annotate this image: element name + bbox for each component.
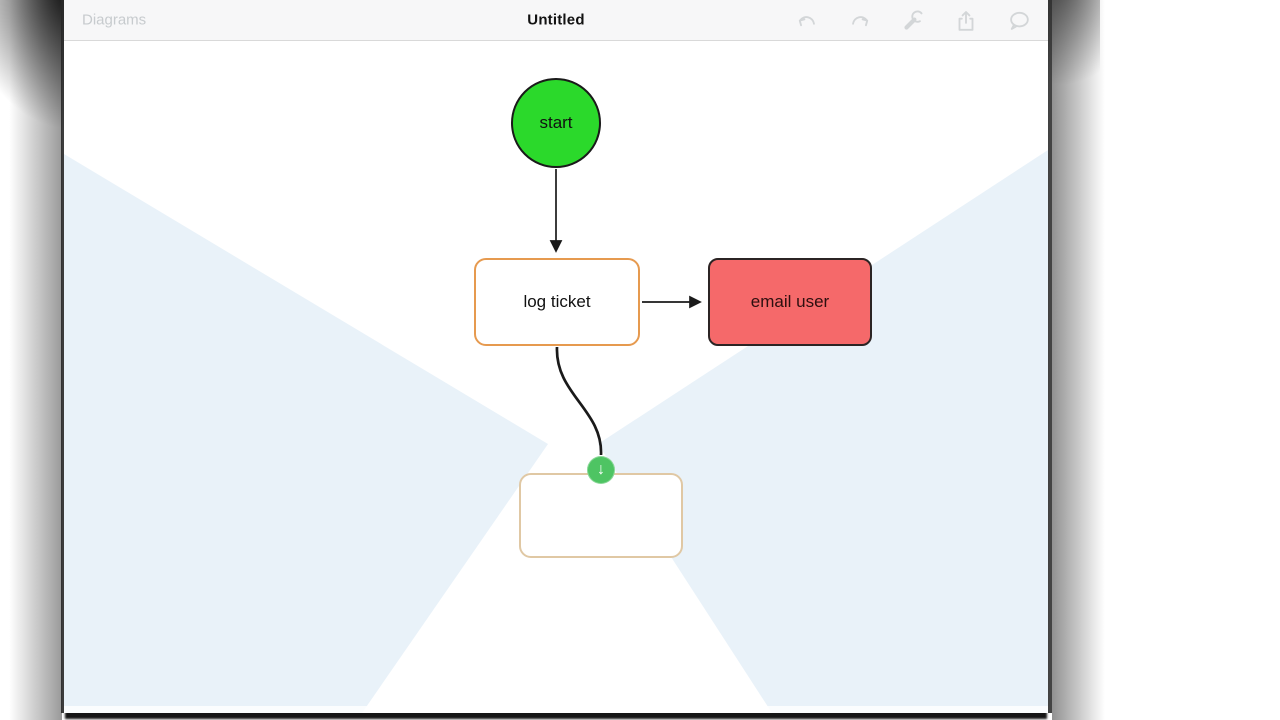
connection-drop-handle[interactable]: ↓: [587, 456, 615, 484]
redo-icon[interactable]: [847, 8, 873, 34]
undo-icon[interactable]: [794, 8, 820, 34]
node-start-label: start: [539, 113, 573, 132]
back-button-diagrams[interactable]: Diagrams: [82, 11, 147, 29]
document-title: Untitled: [527, 11, 585, 29]
node-log-ticket-label: log ticket: [523, 292, 591, 311]
app-window: Diagrams Untitled: [64, 0, 1048, 713]
wrench-icon[interactable]: [900, 8, 926, 34]
edge-logticket-to-newnode: [555, 346, 603, 456]
device-shadow-right: [1052, 0, 1114, 720]
comment-icon[interactable]: [1006, 8, 1032, 34]
down-arrow-icon: ↓: [597, 461, 605, 478]
toolbar-actions: [794, 0, 1032, 41]
toolbar: Diagrams Untitled: [64, 0, 1048, 41]
diagram-canvas[interactable]: start log ticket email user ↓: [64, 42, 1048, 713]
node-log-ticket[interactable]: log ticket: [474, 258, 640, 346]
canvas-bottom-fade: [64, 706, 1048, 713]
share-icon[interactable]: [953, 8, 979, 34]
edge-layer: [549, 169, 702, 456]
node-email-user[interactable]: email user: [708, 258, 872, 346]
node-new-empty[interactable]: [519, 473, 683, 558]
node-email-user-label: email user: [750, 292, 830, 311]
node-start[interactable]: start: [511, 78, 601, 168]
